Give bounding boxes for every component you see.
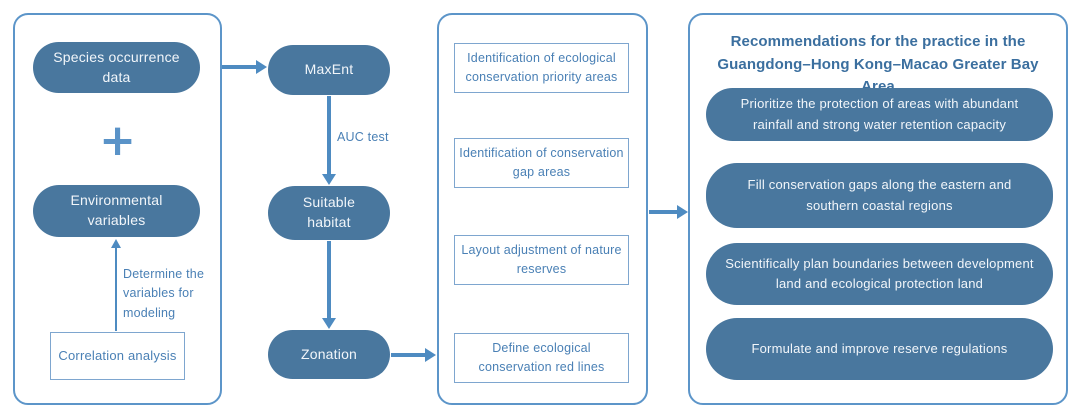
- species-occurrence-node: Species occurrence data: [33, 42, 200, 93]
- arrowhead-down-icon: [322, 318, 336, 329]
- recommendation-pill-rainfall: Prioritize the protection of areas with …: [706, 88, 1053, 141]
- maxent-node: MaxEnt: [268, 45, 390, 95]
- suitable-habitat-node: Suitable habitat: [268, 186, 390, 240]
- arrow-inputs-to-maxent-icon: [222, 59, 267, 75]
- planning-outputs-panel: Identification of ecological conservatio…: [437, 13, 648, 405]
- arrowhead-right-icon: [425, 348, 436, 362]
- plus-icon: +: [99, 115, 136, 166]
- arrowhead-right-icon: [677, 205, 688, 219]
- arrow-shaft: [222, 65, 256, 69]
- arrow-suitable-to-zonation-icon: [321, 241, 337, 329]
- recommendations-title-line1: Recommendations for the practice in the: [730, 33, 1026, 50]
- arrow-shaft: [391, 353, 425, 357]
- arrow-correlation-to-variables-icon: [108, 239, 124, 331]
- arrowhead-right-icon: [256, 60, 267, 74]
- arrowhead-up-icon: [111, 239, 121, 248]
- arrowhead-down-icon: [322, 174, 336, 185]
- output-box-red-lines: Define ecological conservation red lines: [454, 333, 629, 383]
- recommendation-pill-coastal-gaps: Fill conservation gaps along the eastern…: [706, 163, 1053, 228]
- arrow-shaft: [327, 96, 331, 174]
- environmental-variables-node: Environmental variables: [33, 185, 200, 237]
- recommendation-pill-regulations: Formulate and improve reserve regulation…: [706, 318, 1053, 380]
- output-box-priority-areas: Identification of ecological conservatio…: [454, 43, 629, 93]
- auc-test-label: AUC test: [337, 130, 389, 144]
- correlation-analysis-node: Correlation analysis: [50, 332, 185, 380]
- model-inputs-panel: Species occurrence data + Environmental …: [13, 13, 222, 405]
- arrow-zonation-to-outputs-icon: [391, 347, 436, 363]
- arrow-shaft: [115, 248, 117, 331]
- arrow-shaft: [649, 210, 677, 214]
- output-box-nature-reserves: Layout adjustment of nature reserves: [454, 235, 629, 285]
- output-box-conservation-gaps: Identification of conservation gap areas: [454, 138, 629, 188]
- arrow-maxent-to-suitable-icon: [321, 96, 337, 185]
- arrow-outputs-to-recommendations-icon: [649, 204, 688, 220]
- arrow-shaft: [327, 241, 331, 318]
- zonation-node: Zonation: [268, 330, 390, 379]
- recommendation-pill-boundaries: Scientifically plan boundaries between d…: [706, 243, 1053, 305]
- determine-variables-label: Determine the variables for modeling: [123, 267, 205, 320]
- recommendations-panel: Recommendations for the practice in the …: [688, 13, 1068, 405]
